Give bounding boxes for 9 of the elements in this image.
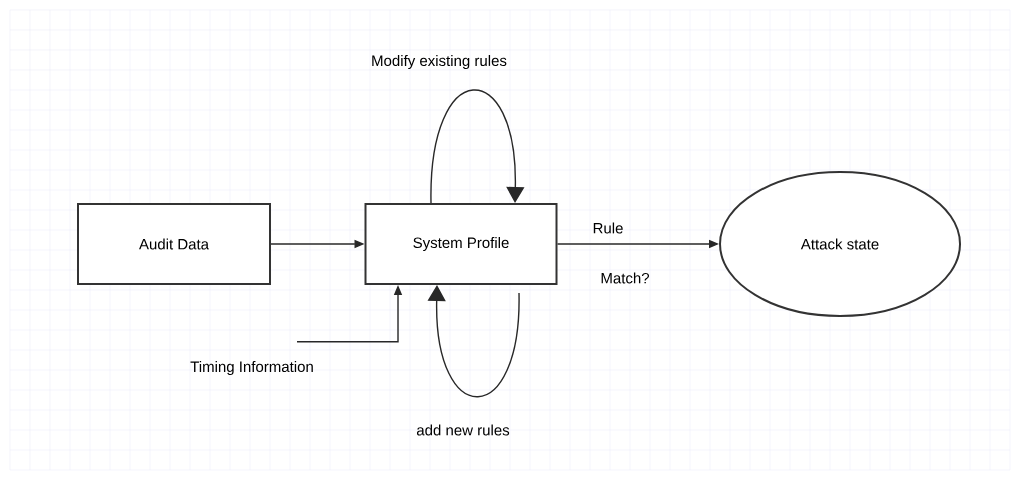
input-text: Timing Information <box>190 361 313 375</box>
process-box: System Profile <box>364 203 558 285</box>
arrow <box>430 89 525 204</box>
edge-label: add new rules <box>416 424 510 436</box>
process-box: Audit Data <box>77 203 271 285</box>
note-text: Match? <box>601 272 650 284</box>
arrow <box>427 285 520 398</box>
edge-label: Rule <box>593 222 623 234</box>
edge-label: Modify existing rules <box>372 55 507 69</box>
